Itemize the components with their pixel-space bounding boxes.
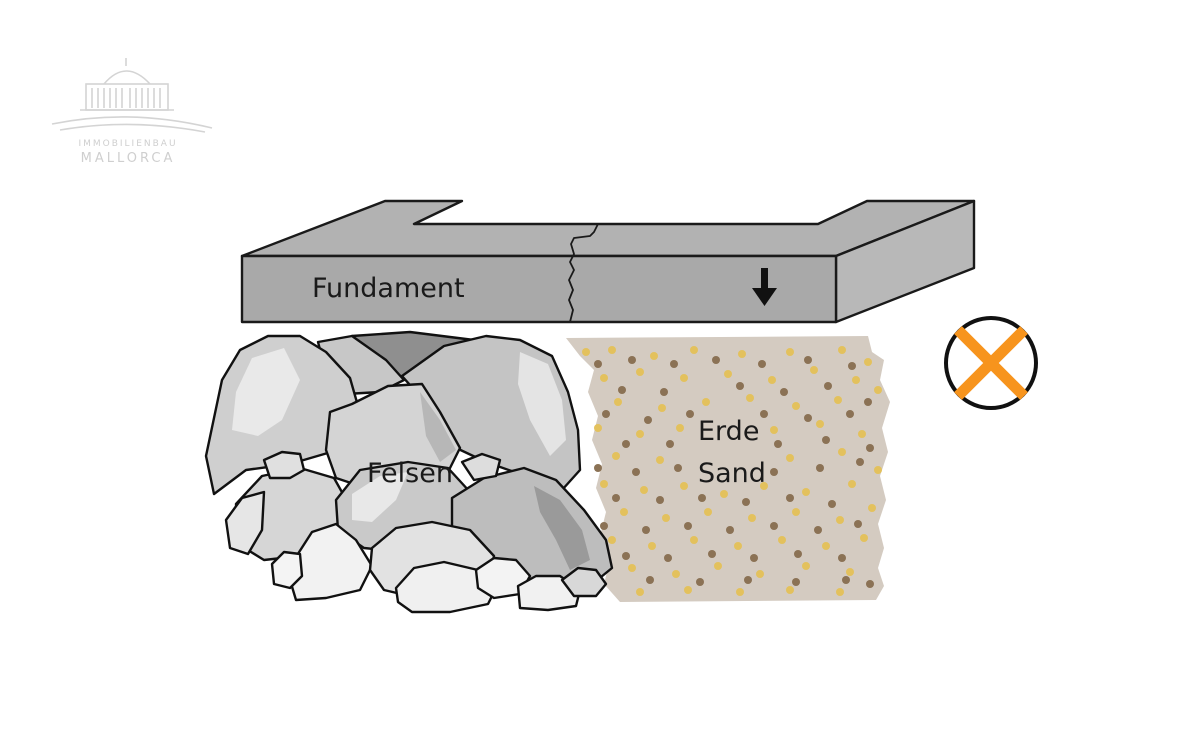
rock xyxy=(288,522,374,602)
rock xyxy=(460,452,502,482)
rock-pile xyxy=(204,330,614,614)
foundation-slab xyxy=(240,199,976,324)
cross-circle-icon xyxy=(944,316,1038,410)
rock xyxy=(560,566,608,598)
foundation-front-face xyxy=(240,254,838,324)
foundation-crack xyxy=(568,223,599,323)
soil-sand-area xyxy=(566,336,890,602)
foundation-label: Fundament xyxy=(312,273,465,304)
soil-patch xyxy=(566,336,890,602)
logo-line-1: IMMOBILIENBAU xyxy=(78,139,177,149)
rock xyxy=(262,450,306,480)
rock xyxy=(224,490,266,556)
arrow-down-icon xyxy=(752,268,777,306)
soil-dots xyxy=(582,346,882,596)
rock-label: Felsen xyxy=(367,458,453,489)
logo-line-2: MALLORCA xyxy=(81,151,176,166)
rock xyxy=(270,550,304,590)
soil-label-erde: Erde xyxy=(698,416,759,447)
company-logo: IMMOBILIENBAU MALLORCA xyxy=(51,58,213,166)
palace-building-icon xyxy=(51,58,213,133)
soil-label-sand: Sand xyxy=(698,458,766,489)
